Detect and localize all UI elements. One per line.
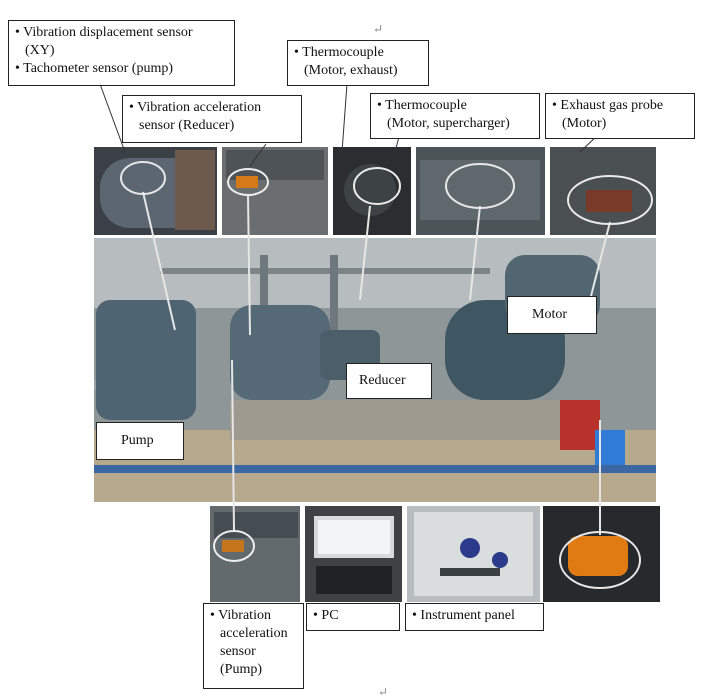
label-motor: Motor [507, 296, 597, 334]
label-pc: • PC [306, 603, 400, 631]
label-text: Motor [532, 307, 567, 322]
label-line: • Tachometer sensor (pump) [15, 61, 174, 76]
label-line: (Motor) [562, 116, 607, 131]
label-line: (Motor, exhaust) [304, 63, 398, 78]
label-line: (XY) [25, 43, 55, 58]
return-mark: ↵ [378, 685, 389, 699]
label-instrument-panel: • Instrument panel [405, 603, 544, 631]
label-line: acceleration [220, 626, 288, 641]
label-reducer: Reducer [346, 363, 432, 399]
label-vibration-displacement-sensor: • Vibration displacement sensor (XY) • T… [8, 20, 235, 86]
photo-exhaust-probe [550, 147, 656, 235]
label-vibration-accel-pump: • Vibration acceleration sensor (Pump) [203, 603, 304, 689]
label-text: Pump [121, 433, 154, 448]
return-mark: ↵ [373, 22, 384, 36]
label-line: • Thermocouple [294, 45, 384, 60]
label-exhaust-gas-probe: • Exhaust gas probe (Motor) [545, 93, 695, 139]
photo-thermo-exhaust [333, 147, 411, 235]
label-line: sensor (Reducer) [139, 118, 235, 133]
label-vibration-accel-reducer: • Vibration acceleration sensor (Reducer… [122, 95, 302, 143]
label-text: Reducer [359, 373, 406, 388]
label-pump: Pump [96, 422, 184, 460]
label-line: • Vibration displacement sensor [15, 25, 193, 40]
label-text: • PC [313, 608, 339, 623]
photo-instrument-panel [407, 506, 540, 602]
label-line: (Pump) [220, 662, 262, 677]
label-thermocouple-exhaust: • Thermocouple (Motor, exhaust) [287, 40, 429, 86]
label-line: • Vibration acceleration [129, 100, 262, 115]
photo-multimeter [543, 506, 660, 602]
label-line: • Thermocouple [377, 98, 467, 113]
photo-reducer-accel-sensor [222, 147, 328, 235]
connector-lines [142, 191, 611, 535]
label-line: • Exhaust gas probe [552, 98, 664, 113]
label-thermocouple-supercharger: • Thermocouple (Motor, supercharger) [370, 93, 540, 139]
photo-pump-accel-sensor [210, 506, 300, 602]
label-text: • Instrument panel [412, 608, 515, 623]
label-line: (Motor, supercharger) [387, 116, 510, 131]
label-line: • Vibration [210, 608, 271, 623]
label-line: sensor [220, 644, 256, 659]
photo-displacement-sensor [94, 147, 217, 235]
photo-pc [305, 506, 402, 602]
photo-thermo-super [416, 147, 545, 235]
